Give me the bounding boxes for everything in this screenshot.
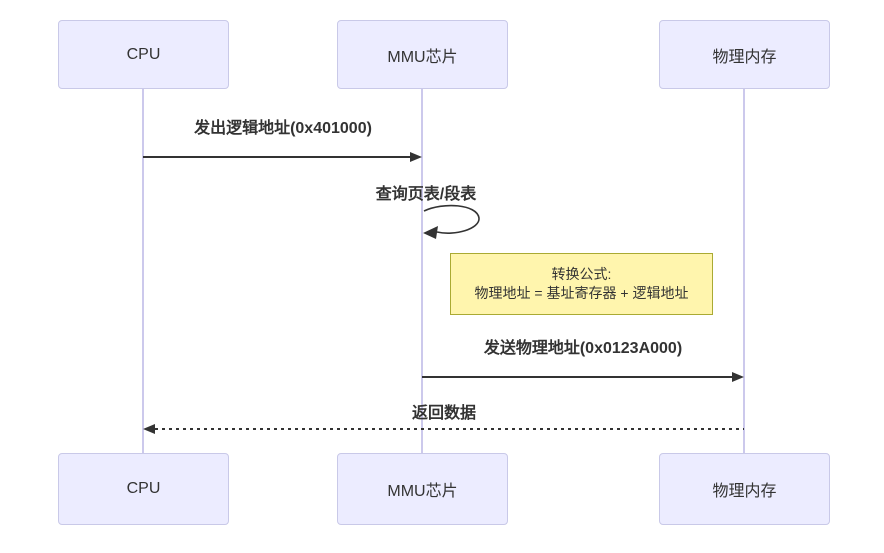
message-return-data-line: [155, 428, 744, 430]
message-send-physical-address-label: 发送物理地址(0x0123A000): [483, 340, 683, 357]
actor-box-mmu-bottom: MMU芯片: [337, 453, 508, 525]
note-line-2: 物理地址 = 基址寄存器 + 逻辑地址: [474, 285, 689, 301]
message-query-page-table-label: 查询页表/段表: [375, 186, 477, 203]
actor-box-mmu-top: MMU芯片: [337, 20, 508, 89]
actor-box-memory-top: 物理内存: [659, 20, 830, 89]
message-send-physical-address-line: [422, 376, 732, 378]
actor-label-cpu: CPU: [126, 480, 161, 497]
actor-label-mmu: MMU芯片: [387, 48, 458, 66]
self-loop-arrow: [423, 204, 480, 239]
actor-label-mmu: MMU芯片: [387, 483, 458, 500]
arrowhead-right-icon: [732, 372, 744, 382]
actor-label-memory: 物理内存: [712, 483, 777, 500]
actor-box-cpu-bottom: CPU: [58, 453, 229, 525]
actor-box-memory-bottom: 物理内存: [659, 453, 830, 525]
lifeline-mmu: [421, 89, 423, 453]
message-return-data-label: 返回数据: [411, 405, 477, 422]
note-conversion-formula: 转换公式: 物理地址 = 基址寄存器 + 逻辑地址: [450, 253, 713, 315]
message-send-logical-address-label: 发出逻辑地址(0x401000): [194, 120, 372, 137]
actor-label-memory: 物理内存: [712, 48, 777, 66]
actor-label-cpu: CPU: [126, 45, 161, 63]
arrowhead-left-icon: [143, 424, 155, 434]
message-send-logical-address-line: [143, 156, 410, 158]
arrowhead-right-icon: [410, 152, 422, 162]
actor-box-cpu-top: CPU: [58, 20, 229, 89]
lifeline-cpu: [142, 89, 144, 453]
lifeline-memory: [743, 89, 745, 453]
note-line-1: 转换公式:: [551, 266, 612, 282]
